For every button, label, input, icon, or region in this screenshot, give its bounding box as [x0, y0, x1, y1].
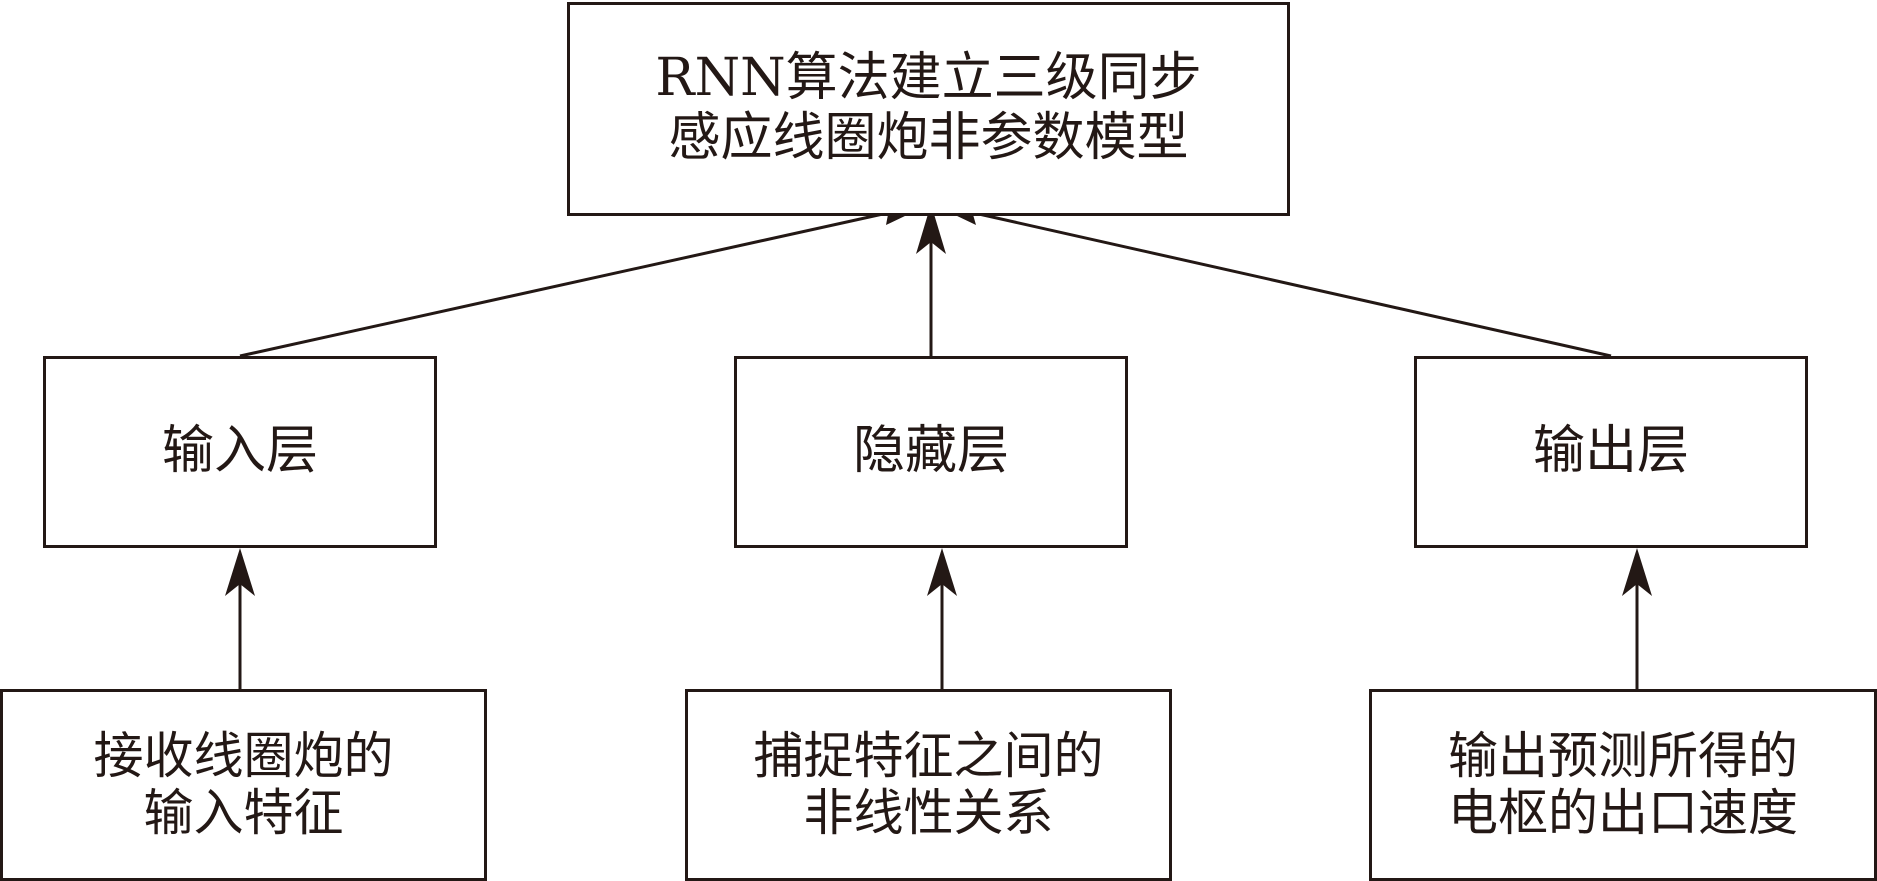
hidden-layer-box: 隐藏层	[734, 356, 1128, 548]
output-layer-label: 输出层	[1532, 421, 1689, 482]
hidden-description-box: 捕捉特征之间的 非线性关系	[685, 689, 1172, 881]
output-description-box: 输出预测所得的 电枢的出口速度	[1369, 689, 1877, 881]
arrowhead-desc-output	[1622, 548, 1652, 596]
arrow-output-to-model	[951, 206, 1612, 358]
input-description-line-2: 输入特征	[143, 784, 344, 842]
input-layer-label: 输入层	[161, 421, 318, 482]
model-box: RNN算法建立三级同步 感应线圈炮非参数模型	[567, 2, 1290, 216]
arrowhead-desc-hidden	[927, 548, 957, 596]
model-title-line-2: 感应线圈炮非参数模型	[668, 108, 1189, 168]
output-description-line-2: 电枢的出口速度	[1448, 784, 1798, 842]
input-description-line-1: 接收线圈炮的	[93, 726, 394, 785]
model-title-line-1: RNN算法建立三级同步	[655, 48, 1202, 109]
hidden-layer-label: 隐藏层	[852, 421, 1009, 482]
hidden-description-line-2: 非线性关系	[803, 784, 1054, 842]
input-description-box: 接收线圈炮的 输入特征	[0, 689, 487, 881]
output-layer-box: 输出层	[1414, 356, 1808, 548]
arrowhead-hidden	[916, 204, 946, 254]
arrowhead-desc-input	[225, 548, 255, 596]
hidden-description-line-1: 捕捉特征之间的	[753, 726, 1104, 785]
arrow-input-to-model	[239, 206, 911, 358]
input-layer-box: 输入层	[43, 356, 437, 548]
output-description-line-1: 输出预测所得的	[1448, 726, 1798, 785]
